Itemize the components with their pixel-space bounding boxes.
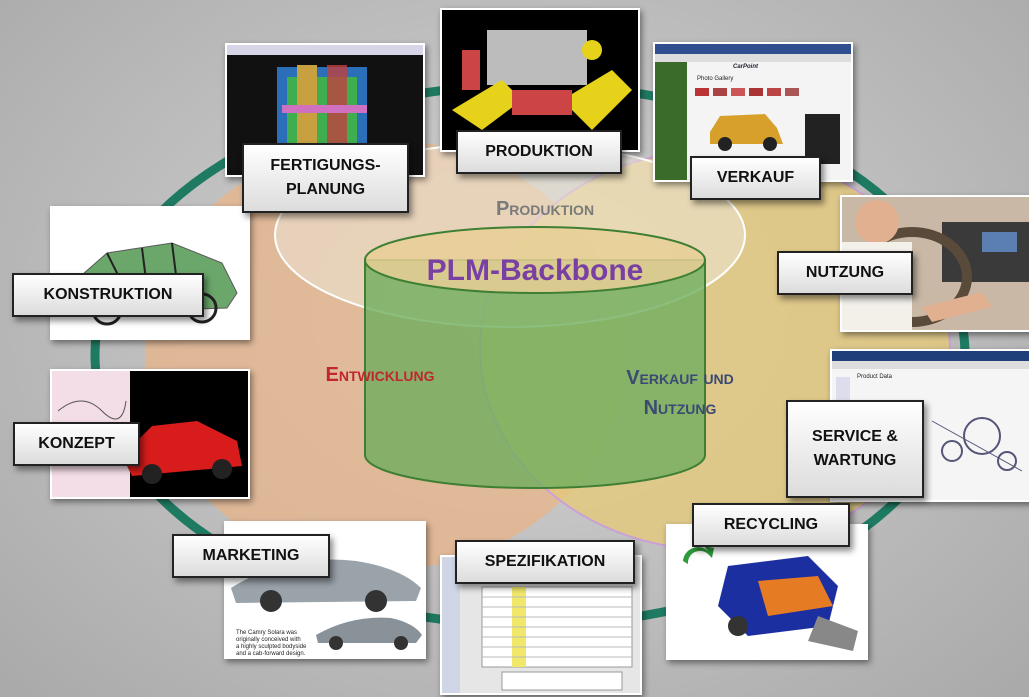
stage-label-marketing: MARKETING (172, 534, 330, 578)
cad-factory-icon (227, 45, 423, 160)
stage-label-produktion: PRODUKTION (456, 130, 622, 174)
stage-label-service: SERVICE & WARTUNG (786, 400, 924, 498)
verkauf-domain-label-line1: Verkauf und (626, 367, 734, 389)
plm-backbone-cylinder (364, 226, 706, 489)
produktion-domain-label: Produktion (495, 198, 595, 220)
stage-label-verkauf: VERKAUF (690, 156, 821, 200)
marketing-caption-1: The Camry Solara was (236, 630, 298, 636)
marketing-caption-3: a highly sculpted bodyside (236, 644, 307, 650)
recycling-car-parts-icon (683, 546, 858, 651)
browser-window-icon (655, 44, 851, 180)
stage-label-nutzung: NUTZUNG (777, 251, 913, 295)
stage-label-spezifikation: SPEZIFIKATION (455, 540, 635, 584)
stage-label-konzept: KONZEPT (13, 422, 140, 466)
produktion-image (440, 8, 640, 152)
verkauf-screen-brand: CarPoint (733, 64, 759, 70)
marketing-caption-4: and a cab-forward design. (236, 651, 306, 657)
spreadsheet-icon (442, 557, 633, 693)
stage-label-recycling: RECYCLING (692, 503, 850, 547)
stage-label-fertigungsplanung: FERTIGUNGS- PLANUNG (242, 143, 409, 213)
verkauf-screen-heading: Photo Gallery (697, 76, 734, 82)
verkauf-domain-label-line2: Nutzung (643, 397, 717, 419)
robot-assembly-icon (452, 30, 632, 130)
service-screen-heading: Product Data (857, 374, 893, 380)
marketing-caption-2: originally conceived with (236, 637, 301, 643)
stage-label-konstruktion: KONSTRUKTION (12, 273, 204, 317)
entwicklung-domain-label: Entwicklung (325, 364, 435, 386)
plm-backbone-title: PLM-Backbone (426, 254, 644, 287)
